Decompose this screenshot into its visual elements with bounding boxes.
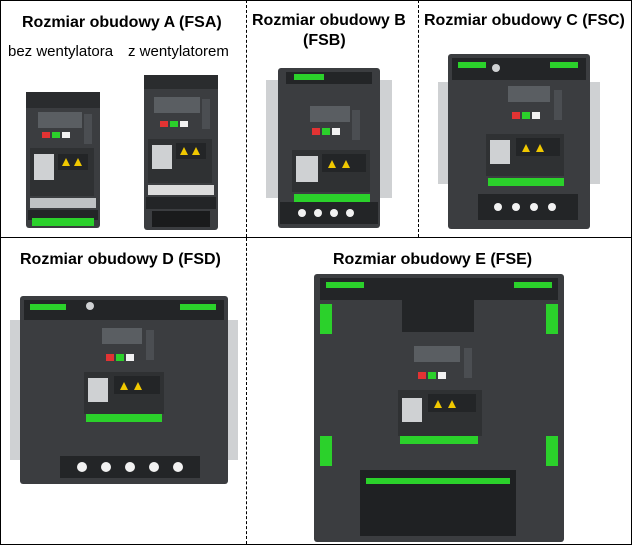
divider-fsb-fsc	[418, 0, 419, 237]
horizontal-divider	[0, 237, 632, 238]
inverter-fsb-icon	[266, 68, 392, 228]
fsd-title: Rozmiar obudowy D (FSD)	[20, 251, 221, 268]
inverter-fse-icon	[314, 274, 564, 542]
fsa-title: Rozmiar obudowy A (FSA)	[22, 14, 222, 31]
inverter-fsa-no-fan-icon	[26, 92, 100, 228]
fse-title: Rozmiar obudowy E (FSE)	[333, 251, 533, 268]
inverter-fsc-icon	[438, 54, 600, 229]
divider-fsa-fsb	[246, 0, 247, 237]
fsa-fan-label: z wentylatorem	[128, 43, 229, 60]
fsb-title-line1: Rozmiar obudowy B	[252, 12, 406, 29]
inverter-fsa-fan-icon	[144, 75, 218, 230]
fsa-no-fan-label: bez wentylatora	[8, 43, 114, 60]
fsb-title-line2: (FSB)	[303, 32, 346, 49]
inverter-fsd-icon	[10, 296, 238, 484]
fsc-title: Rozmiar obudowy C (FSC)	[424, 12, 625, 29]
divider-fsd-fse	[246, 238, 247, 544]
